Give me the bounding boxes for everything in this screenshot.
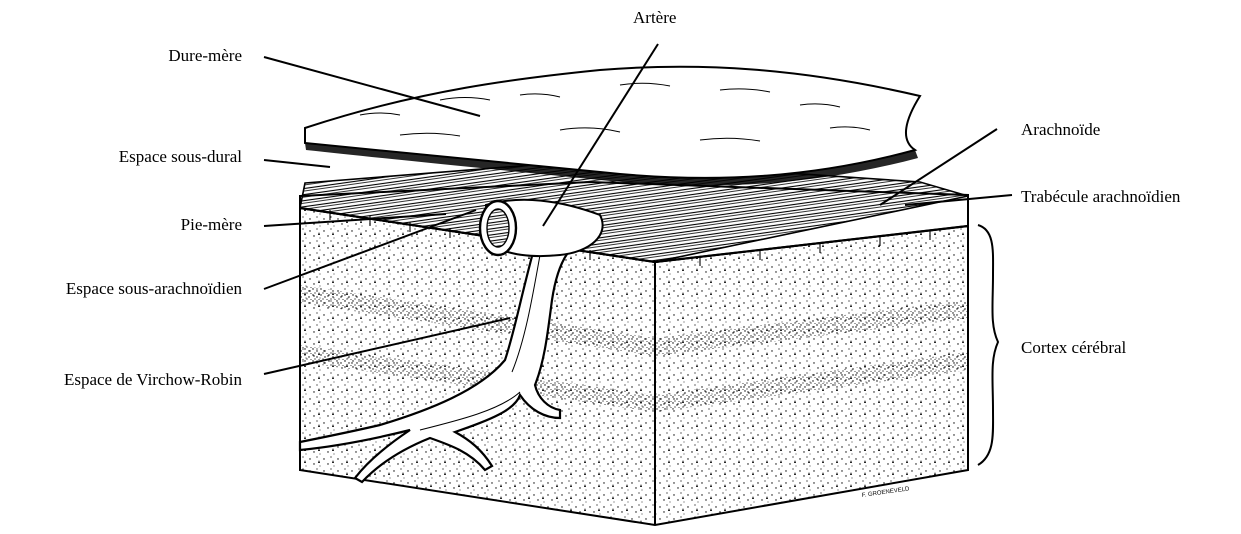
label-espace-sous-dural: Espace sous-dural xyxy=(119,147,242,167)
label-artere: Artère xyxy=(633,8,676,28)
label-trabecule-arachnoidien: Trabécule arachnoïdien xyxy=(1021,187,1180,207)
dura-layer xyxy=(305,67,920,186)
label-cortex-cerebral: Cortex cérébral xyxy=(1021,338,1126,358)
label-pie-mere: Pie-mère xyxy=(181,215,242,235)
label-espace-virchow-robin: Espace de Virchow-Robin xyxy=(64,370,242,390)
label-arachnoide: Arachnoïde xyxy=(1021,120,1100,140)
label-espace-sous-arachnoidien: Espace sous-arachnoïdien xyxy=(66,279,242,299)
label-dure-mere: Dure-mère xyxy=(168,46,242,66)
cortex-brace xyxy=(978,225,998,465)
